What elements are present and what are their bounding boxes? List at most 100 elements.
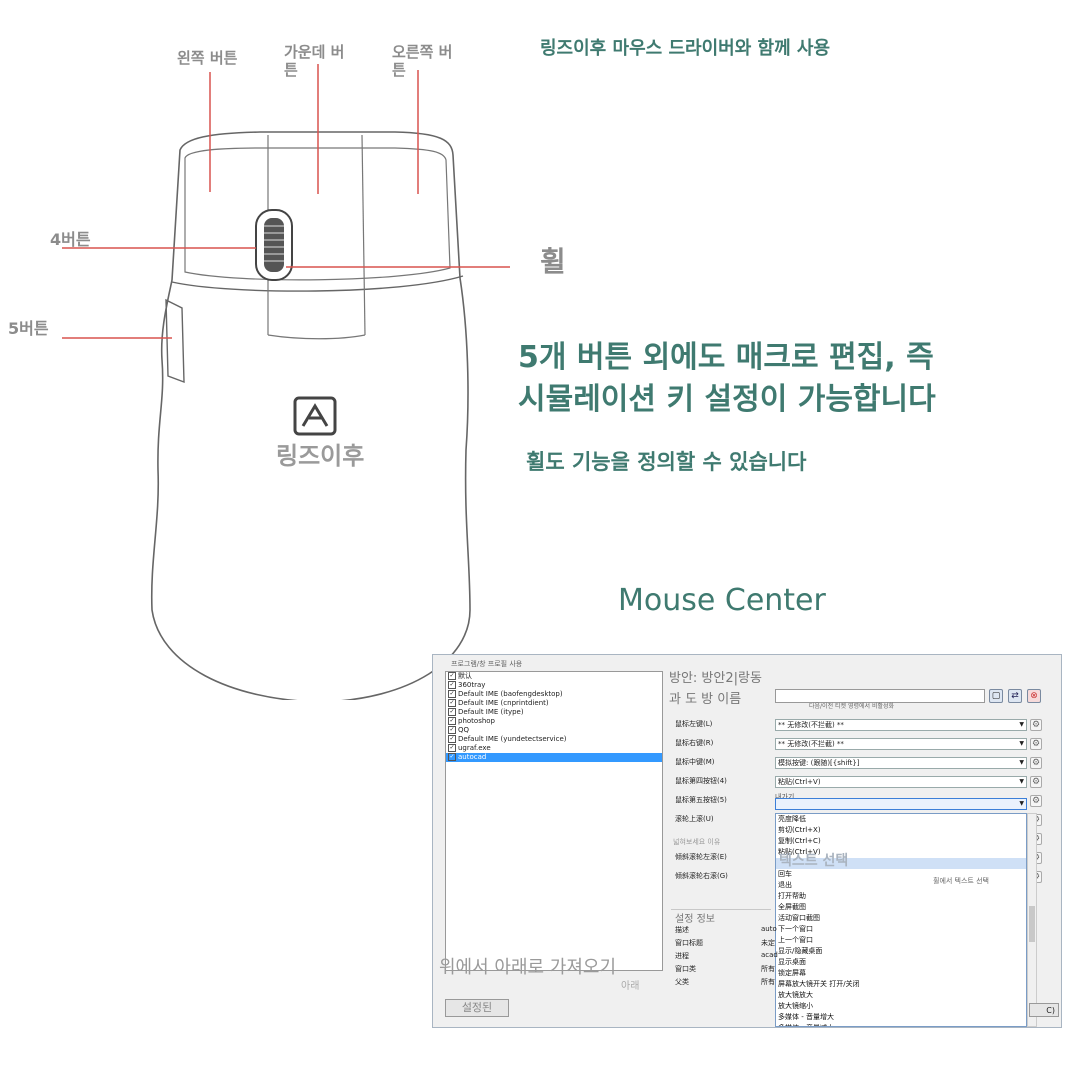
dropdown-item[interactable]: 剪切(Ctrl+X) <box>778 826 821 834</box>
mapping-combo[interactable]: 模拟按键: (跟随)[{shift}]▼ <box>775 757 1027 769</box>
button-shell-inner <box>184 147 451 281</box>
dropdown-item[interactable]: 多媒体 - 音量增大 <box>778 1013 834 1021</box>
dropdown-item[interactable]: 上一个窗口 <box>778 936 813 944</box>
text-select-overlay: 텍스트 선택 <box>779 853 849 869</box>
gear-icon[interactable]: ⚙ <box>1030 738 1042 750</box>
dropdown-item[interactable]: 放大镜放大 <box>778 991 813 999</box>
dropdown-item[interactable]: 全屏截图 <box>778 903 806 911</box>
program-checkbox[interactable]: ✓ <box>448 690 456 698</box>
close-button[interactable]: C) <box>1029 1003 1059 1017</box>
dropdown-scrollbar[interactable] <box>1027 813 1037 1027</box>
program-name: Default IME (baofengdesktop) <box>458 690 563 698</box>
program-checkbox[interactable]: ✓ <box>448 726 456 734</box>
settings-panel <box>671 909 771 990</box>
program-checkbox[interactable]: ✓ <box>448 735 456 743</box>
setting-value: 所有 <box>761 965 775 973</box>
mapping-label: 鼠标第四按钮(4) <box>675 777 727 785</box>
program-name: 360tray <box>458 681 486 689</box>
gear-icon[interactable]: ⚙ <box>1030 776 1042 788</box>
setting-value: 所有 <box>761 978 775 986</box>
dropdown-item[interactable]: 退出 <box>778 881 792 889</box>
setting-label: 窗口标题 <box>675 939 703 947</box>
program-item[interactable]: ✓QQ <box>446 726 662 735</box>
program-item[interactable]: ✓默认 <box>446 672 662 681</box>
mapping-label: 鼠标中键(M) <box>675 758 715 766</box>
program-checkbox[interactable]: ✓ <box>448 717 456 725</box>
mapping-combo[interactable]: 粘贴(Ctrl+V)▼ <box>775 776 1027 788</box>
program-name: Default IME (yundetectservice) <box>458 735 567 743</box>
chevron-down-icon: ▼ <box>1019 759 1024 766</box>
mapping-combo[interactable]: ** 无修改(不拦截) **▼ <box>775 719 1027 731</box>
dropdown-item[interactable]: 亮度降低 <box>778 815 806 823</box>
dropdown-item[interactable]: 打开帮助 <box>778 892 806 900</box>
dropdown-item[interactable]: 复制(Ctrl+C) <box>778 837 821 845</box>
dropdown-item[interactable]: 粘贴(Ctrl+V) <box>778 848 821 856</box>
setting-label: 父类 <box>675 978 689 986</box>
subline: 휠도 기능을 정의할 수 있습니다 <box>526 450 807 474</box>
gear-icon[interactable]: ⚙ <box>1030 795 1042 807</box>
chevron-down-icon: ▼ <box>1019 800 1024 807</box>
program-name: Default IME (itype) <box>458 708 524 716</box>
setting-label: 窗口类 <box>675 965 696 973</box>
mouse-body-outline <box>150 131 471 700</box>
headline-line2: 시뮬레이션 키 설정이 가능합니다 <box>518 382 936 417</box>
dropdown-item[interactable]: 显示/隐藏桌面 <box>778 947 823 955</box>
dropdown-item[interactable]: 显示桌面 <box>778 958 806 966</box>
program-item[interactable]: ✓360tray <box>446 681 662 690</box>
dropdown-item[interactable]: 回车 <box>778 870 792 878</box>
app-title: Mouse Center <box>618 583 826 618</box>
program-checkbox[interactable]: ✓ <box>448 699 456 707</box>
program-item[interactable]: ✓Default IME (cnprintdient) <box>446 699 662 708</box>
program-checkbox[interactable]: ✓ <box>448 672 456 680</box>
program-checkbox[interactable]: ✓ <box>448 681 456 689</box>
action-dropdown-list[interactable]: 亮度降低剪切(Ctrl+X) 复制(Ctrl+C) 粘贴(Ctrl+V) 回车退出打开… <box>775 813 1027 1027</box>
dropdown-item[interactable]: 锁定屏幕 <box>778 969 806 977</box>
program-item[interactable]: ✓photoshop <box>446 717 662 726</box>
dropdown-item[interactable]: 下一个窗口 <box>778 925 813 933</box>
program-item[interactable]: ✓Default IME (yundetectservice) <box>446 735 662 744</box>
mapping-label: 滚轮上滚(U) <box>675 815 714 823</box>
dropdown-scroll-thumb[interactable] <box>1029 906 1035 942</box>
mapping-label: 鼠标左键(L) <box>675 720 713 728</box>
dropdown-item[interactable]: 活动窗口截图 <box>778 914 820 922</box>
dropdown-item[interactable] <box>776 858 1026 869</box>
program-name: Default IME (cnprintdient) <box>458 699 549 707</box>
setting-value: 未定 <box>761 939 775 947</box>
gear-icon[interactable]: ⚙ <box>1030 719 1042 731</box>
program-item[interactable]: ✓ugraf.exe <box>446 744 662 753</box>
label-wheel: 휠 <box>540 245 566 278</box>
dropdown-item[interactable]: 多媒体 - 音量减小 <box>776 1023 1026 1026</box>
set-button[interactable]: 설정된 <box>445 999 509 1017</box>
label-button4: 4버튼 <box>50 230 91 249</box>
program-name: photoshop <box>458 717 495 725</box>
program-item[interactable]: ✓Default IME (itype) <box>446 708 662 717</box>
scheme-name-input[interactable] <box>775 689 985 703</box>
program-name: ugraf.exe <box>458 744 491 752</box>
mapping-combo[interactable]: ** 无修改(不拦截) **▼ <box>775 738 1027 750</box>
delete-icon: ⊗ <box>1030 691 1038 701</box>
setting-value: acad <box>761 951 778 959</box>
program-item[interactable]: ✓autocad <box>446 753 662 762</box>
program-list[interactable]: ✓默认✓360tray✓Default IME (baofengdesktop)… <box>445 671 663 971</box>
label-middle-button-1: 가운데 버 <box>284 43 345 61</box>
scheme-hint: 다음/이전 티켓 영령에서 비활성화 <box>809 703 895 710</box>
program-name: autocad <box>458 753 487 761</box>
program-name: 默认 <box>458 672 472 680</box>
switch-scheme-button[interactable]: ⇄ <box>1008 689 1022 703</box>
delete-scheme-button[interactable]: ⊗ <box>1027 689 1041 703</box>
program-checkbox[interactable]: ✓ <box>448 744 456 752</box>
button5-combo-open[interactable]: ▼ <box>775 798 1027 810</box>
label-middle-button-2: 튼 <box>284 61 298 79</box>
dropdown-item[interactable]: 屏幕放大镜开关 打开/关闭 <box>778 980 860 988</box>
gear-icon[interactable]: ⚙ <box>1030 757 1042 769</box>
label-button5: 5버튼 <box>8 319 49 338</box>
program-checkbox[interactable]: ✓ <box>448 753 456 761</box>
program-item[interactable]: ✓Default IME (baofengdesktop) <box>446 690 662 699</box>
right-split-line <box>361 134 366 336</box>
copy-icon: ▢ <box>991 691 1001 701</box>
program-checkbox[interactable]: ✓ <box>448 708 456 716</box>
swap-icon: ⇄ <box>1011 691 1019 701</box>
dropdown-item[interactable]: 放大镜缩小 <box>778 1002 813 1010</box>
mapping-label: 倾斜滚轮左滚(E) <box>675 853 727 861</box>
copy-scheme-button[interactable]: ▢ <box>989 689 1003 703</box>
